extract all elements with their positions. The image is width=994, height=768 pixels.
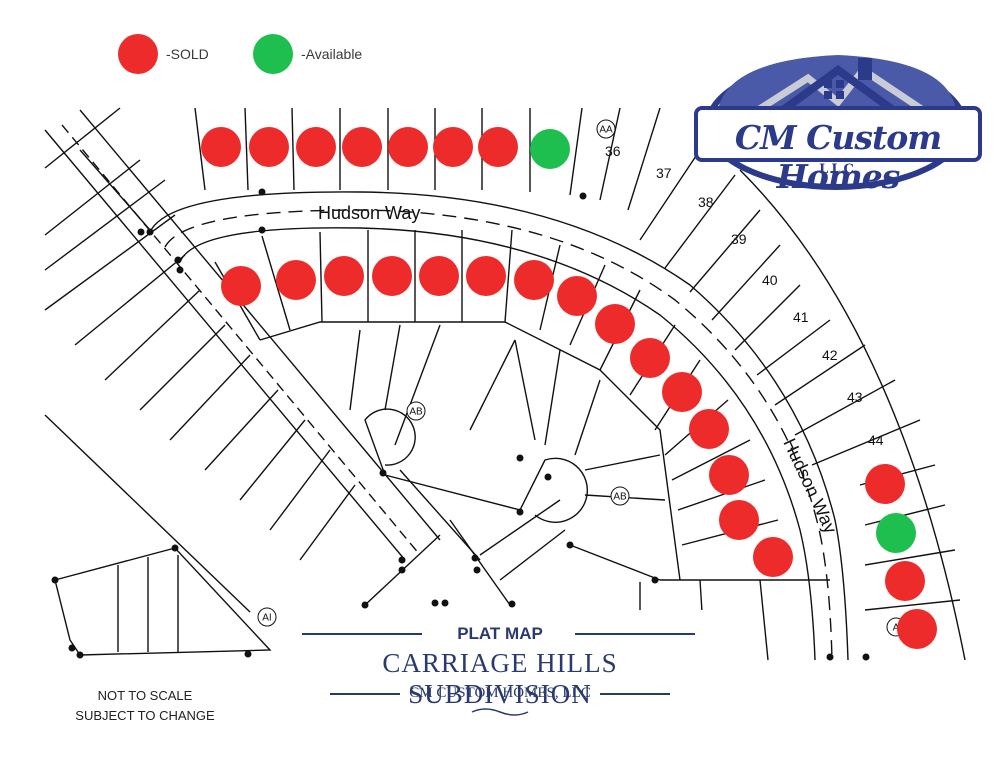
lot-marker-sold <box>201 127 241 167</box>
legend-sold-swatch <box>118 34 158 74</box>
svg-text:AI: AI <box>262 613 271 624</box>
lot-marker-sold <box>630 338 670 378</box>
lot-marker-sold <box>897 609 937 649</box>
legend-available: -Available <box>253 34 362 74</box>
lot-marker-sold <box>689 409 729 449</box>
scale-note: NOT TO SCALE SUBJECT TO CHANGE <box>60 686 230 726</box>
area-labels: AA AB AB AI A <box>257 119 906 637</box>
lot-number-41: 41 <box>793 309 809 325</box>
title-rule-left <box>302 633 422 635</box>
title-rule-right <box>575 633 695 635</box>
plat-map-heading: PLAT MAP <box>457 624 543 643</box>
lot-number-44: 44 <box>868 432 884 448</box>
survey-pins <box>51 188 870 661</box>
lot-marker-sold <box>595 304 635 344</box>
lot-marker-sold <box>388 127 428 167</box>
lot-number-42: 42 <box>822 347 838 363</box>
lot-marker-sold <box>466 256 506 296</box>
logo-llc: LLC <box>819 162 857 177</box>
lot-status-markers <box>201 127 937 649</box>
legend-available-swatch <box>253 34 293 74</box>
svg-text:AB: AB <box>409 407 423 418</box>
svg-text:AA: AA <box>599 125 613 136</box>
legend-sold-label: -SOLD <box>166 46 209 62</box>
lot-marker-sold <box>557 276 597 316</box>
lot-marker-sold <box>753 537 793 577</box>
lot-marker-sold <box>249 127 289 167</box>
lot-number-39: 39 <box>731 231 747 247</box>
lot-marker-available <box>530 129 570 169</box>
legend-available-label: -Available <box>301 46 363 62</box>
logo-wordmark: CM Custom Homes <box>734 118 942 196</box>
lot-marker-sold <box>478 127 518 167</box>
street-label-hudson-way-east: Hudson Way <box>779 435 840 536</box>
lot-number-36: 36 <box>605 143 621 159</box>
house-roof-icon <box>694 55 982 190</box>
lot-marker-sold <box>221 266 261 306</box>
lot-marker-available <box>876 513 916 553</box>
lot-marker-sold <box>419 256 459 296</box>
lot-marker-sold <box>885 561 925 601</box>
scale-note-line-2: SUBJECT TO CHANGE <box>75 708 215 723</box>
lot-marker-sold <box>433 127 473 167</box>
scale-note-line-1: NOT TO SCALE <box>97 688 193 703</box>
lot-marker-sold <box>342 127 382 167</box>
lot-number-43: 43 <box>847 389 863 405</box>
lot-marker-sold <box>719 500 759 540</box>
lot-marker-sold <box>514 260 554 300</box>
lot-marker-sold <box>296 127 336 167</box>
lot-marker-sold <box>662 372 702 412</box>
lot-marker-sold <box>372 256 412 296</box>
lot-number-40: 40 <box>762 272 778 288</box>
company-name: CM CUSTOM HOMES, LLC <box>409 685 591 701</box>
area-label-ab-2: AB <box>610 486 630 506</box>
lot-marker-sold <box>276 260 316 300</box>
area-label-aa-0: AA <box>596 119 616 139</box>
flourish-icon <box>471 708 529 716</box>
lot-number-labels: 36 37 38 39 40 41 42 43 44 <box>605 143 884 448</box>
company-rule-right <box>600 693 670 695</box>
subdivision-name: CARRIAGE HILLS SUBDIVISION <box>382 648 618 709</box>
title-block: PLAT MAP CARRIAGE HILLS SUBDIVISION CM C… <box>290 610 710 720</box>
area-label-ai-3: AI <box>257 607 277 627</box>
street-label-hudson-way-north: Hudson Way <box>318 203 420 223</box>
lot-number-37: 37 <box>656 165 672 181</box>
lot-marker-sold <box>324 256 364 296</box>
company-logo: CM Custom Homes LLC <box>688 30 988 196</box>
svg-text:A: A <box>893 623 900 634</box>
lot-marker-sold <box>709 455 749 495</box>
lot-marker-sold <box>865 464 905 504</box>
legend-sold: -SOLD <box>118 34 209 74</box>
svg-text:AB: AB <box>613 492 627 503</box>
area-label-ab-1: AB <box>406 401 426 421</box>
lot-number-38: 38 <box>698 194 714 210</box>
company-rule-left <box>330 693 400 695</box>
plat-linework <box>44 107 966 661</box>
